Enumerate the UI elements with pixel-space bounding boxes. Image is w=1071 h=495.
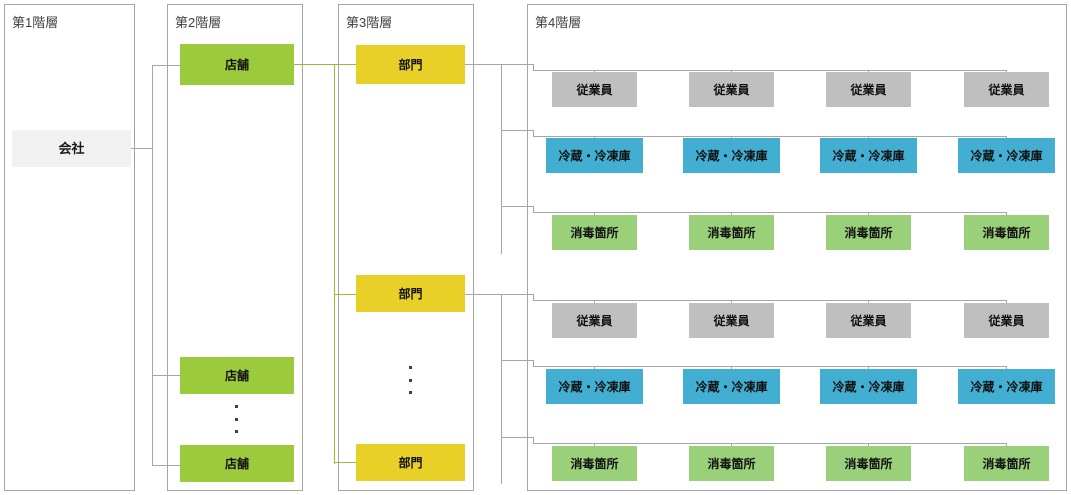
node-company[interactable]: 会社 [12,130,131,167]
node-store-3[interactable]: 店舗 [180,445,294,482]
panel-level4 [527,4,1067,491]
panel-title-level3: 第3階層 [346,15,393,30]
connector-store-stub [294,64,334,65]
panel-level1 [4,4,135,491]
node-employee[interactable]: 従業員 [964,303,1049,338]
node-employee[interactable]: 従業員 [689,72,774,107]
node-store-1[interactable]: 店舗 [180,44,294,85]
connector-group1-row1 [501,64,533,65]
node-employee[interactable]: 従業員 [826,72,911,107]
connector-dept1-branch [334,64,356,65]
node-sanitize-point[interactable]: 消毒箇所 [552,446,637,481]
connector-group2-row1-riser [533,294,534,300]
connector-group2-row1 [501,294,533,295]
node-employee[interactable]: 従業員 [826,303,911,338]
connector-group1-row3 [501,206,533,207]
connector-dept3-branch [334,462,356,463]
node-fridge[interactable]: 冷蔵・冷凍庫 [820,138,917,173]
connector-store1-branch [152,65,180,66]
connector-store2-branch [152,375,180,376]
connector-group2-trunk [501,294,502,484]
node-fridge[interactable]: 冷蔵・冷凍庫 [958,369,1055,404]
connector-dept1-out [465,64,501,65]
connector-company-trunk [152,65,153,465]
panel-level2 [167,4,303,491]
connector-group1-trunk [501,64,502,254]
node-employee[interactable]: 従業員 [689,303,774,338]
panel-title-level4: 第4階層 [535,15,582,30]
connector-group1-row3-bar [533,212,1006,213]
connector-store3-branch [152,465,180,466]
node-sanitize-point[interactable]: 消毒箇所 [826,215,911,250]
node-sanitize-point[interactable]: 消毒箇所 [689,215,774,250]
panel-title-level2: 第2階層 [175,15,222,30]
node-fridge[interactable]: 冷蔵・冷凍庫 [546,138,643,173]
node-fridge[interactable]: 冷蔵・冷凍庫 [683,369,780,404]
connector-company-stub [131,148,152,149]
connector-group2-row3 [501,437,533,438]
connector-group2-row2-riser [533,360,534,366]
node-sanitize-point[interactable]: 消毒箇所 [689,446,774,481]
node-employee[interactable]: 従業員 [552,72,637,107]
node-fridge[interactable]: 冷蔵・冷凍庫 [958,138,1055,173]
node-store-2[interactable]: 店舗 [180,357,294,394]
ellipsis-department [408,366,412,394]
connector-dept-trunk [334,64,335,464]
node-sanitize-point[interactable]: 消毒箇所 [552,215,637,250]
connector-group2-row3-riser [533,437,534,443]
connector-group2-row2-bar [533,366,1006,367]
connector-group1-row1-riser [533,64,534,70]
panel-title-level1: 第1階層 [12,15,59,30]
node-fridge[interactable]: 冷蔵・冷凍庫 [683,138,780,173]
connector-group1-row1-bar [533,70,1006,71]
connector-group1-row2-riser [533,130,534,136]
node-sanitize-point[interactable]: 消毒箇所 [964,446,1049,481]
node-department-3[interactable]: 部門 [356,444,465,481]
connector-group2-row3-bar [533,443,1006,444]
panel-level3 [338,4,474,491]
connector-dept2-branch [334,294,356,295]
connector-group2-row1-bar [533,300,1006,301]
connector-group1-row2-bar [533,136,1006,137]
node-sanitize-point[interactable]: 消毒箇所 [826,446,911,481]
connector-dept2-out [465,294,501,295]
node-fridge[interactable]: 冷蔵・冷凍庫 [546,369,643,404]
node-employee[interactable]: 従業員 [552,303,637,338]
node-employee[interactable]: 従業員 [964,72,1049,107]
node-department-2[interactable]: 部門 [356,275,465,312]
node-fridge[interactable]: 冷蔵・冷凍庫 [820,369,917,404]
ellipsis-store [234,405,238,433]
connector-group1-row3-riser [533,206,534,212]
connector-group2-row2 [501,360,533,361]
connector-group1-row2 [501,130,533,131]
node-department-1[interactable]: 部門 [356,45,465,84]
node-sanitize-point[interactable]: 消毒箇所 [964,215,1049,250]
